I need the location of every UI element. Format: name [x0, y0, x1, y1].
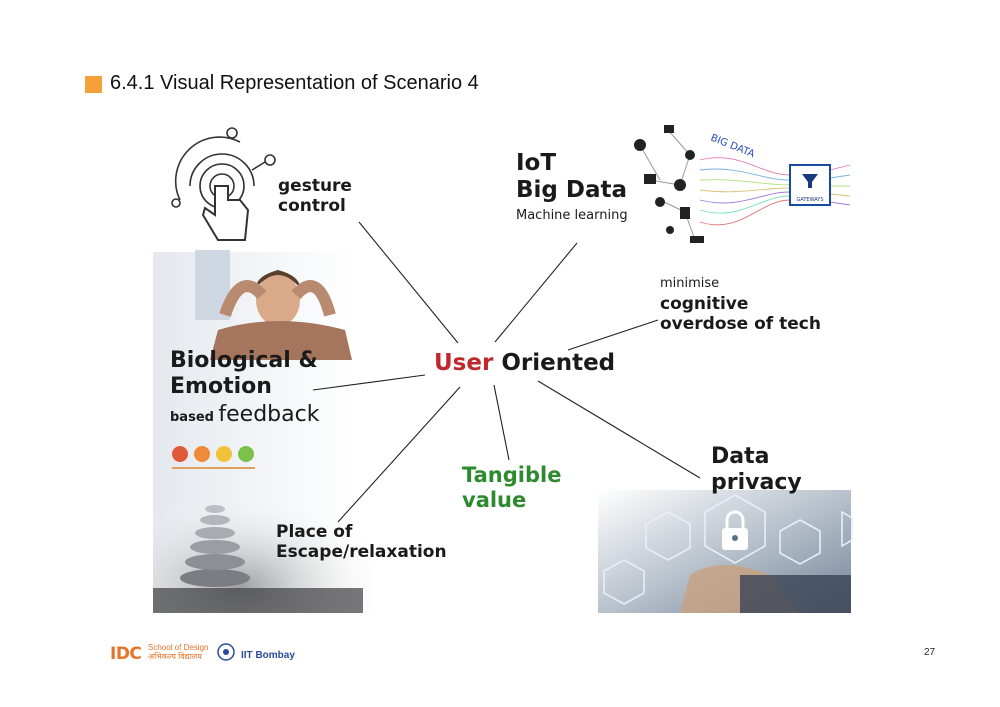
iit-bombay-text: IIT Bombay: [241, 650, 295, 661]
emotion-scale-icon: [172, 446, 255, 469]
big-data-tag: BIG DATA: [709, 133, 756, 161]
stone-stack-photo: [153, 480, 373, 613]
school-line2: अभिकल्प विद्यालय: [148, 651, 202, 661]
privacy-line2: privacy: [711, 469, 802, 495]
privacy-line1: Data: [711, 444, 770, 469]
data-privacy-photo: [598, 490, 853, 613]
cognitive-line2: cognitive: [660, 294, 749, 314]
bio-suffix: feedback: [218, 401, 320, 427]
iot-line1: IoT: [516, 150, 557, 176]
gesture-control-label: gesture control: [278, 176, 352, 216]
title-bullet-square: [85, 76, 102, 93]
cognitive-label: minimise cognitive overdose of tech: [660, 276, 821, 334]
iot-line3: Machine learning: [516, 208, 628, 224]
gesture-touch-icon: [171, 127, 276, 241]
iit-emblem-icon: [217, 643, 235, 661]
bio-line1: Biological &: [170, 348, 318, 373]
iot-network-graphic: BIG DATA GATEWAYS: [634, 125, 851, 243]
bio-line2: Emotion: [170, 373, 272, 399]
school-line1: School of Design: [148, 643, 209, 652]
gesture-line2: control: [278, 196, 346, 217]
page-number: 27: [924, 647, 936, 658]
escape-line2: Escape/relaxation: [276, 542, 447, 563]
escape-label: Place of Escape/relaxation: [276, 522, 447, 562]
connector-lines: [312, 221, 701, 523]
center-user-word: User: [434, 350, 494, 376]
tangible-line2: value: [462, 487, 527, 512]
iot-label: IoT Big Data Machine learning: [516, 150, 628, 223]
idc-logo: IDC: [110, 644, 142, 664]
iot-line2: Big Data: [516, 177, 628, 204]
tangible-line1: Tangible: [462, 463, 562, 487]
center-oriented-word: Oriented: [501, 350, 616, 376]
bio-prefix: based: [170, 409, 214, 425]
gesture-line1: gesture: [278, 176, 352, 196]
center-label: User Oriented: [434, 350, 615, 377]
cognitive-line3: overdose of tech: [660, 314, 821, 335]
slide-title: 6.4.1 Visual Representation of Scenario …: [110, 72, 479, 94]
gateways-tag: GATEWAYS: [796, 197, 823, 203]
cognitive-line1: minimise: [660, 276, 720, 291]
escape-line1: Place of: [276, 522, 353, 542]
tangible-value-label: Tangible value: [462, 463, 561, 513]
school-of-design-text: School of Design अभिकल्प विद्यालय: [148, 643, 209, 662]
data-privacy-label: Data privacy: [711, 444, 802, 496]
biological-label: Biological & Emotion based feedback: [170, 348, 319, 427]
